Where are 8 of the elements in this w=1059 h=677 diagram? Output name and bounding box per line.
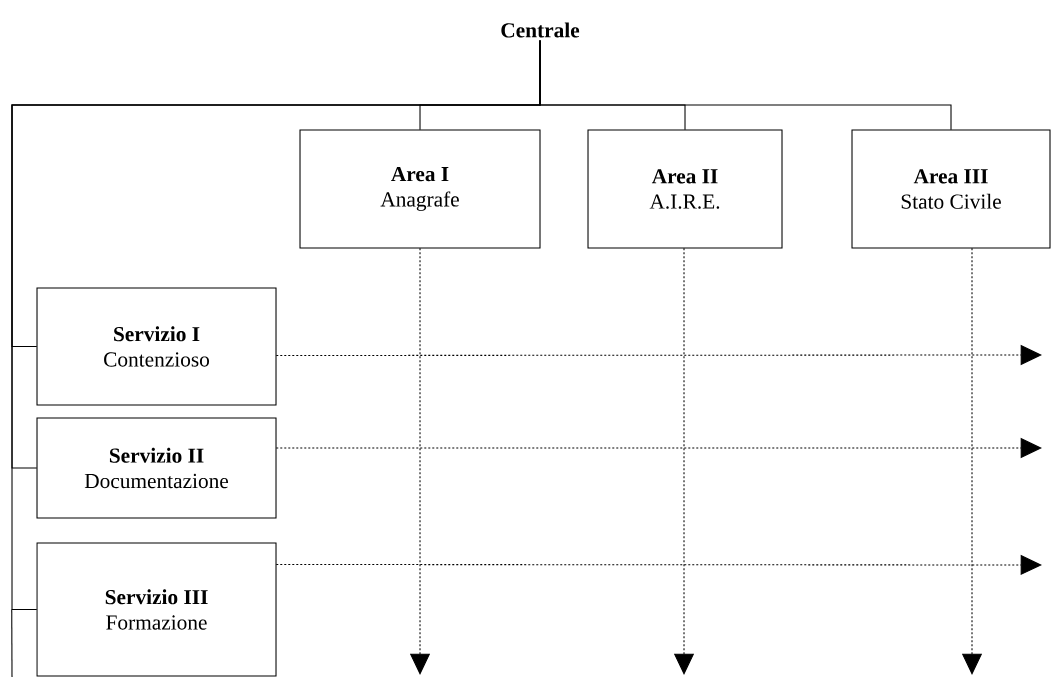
connector-line	[11, 39, 541, 611]
org-box: Servizio II Documentazione	[36, 417, 277, 519]
org-box: Area III Stato Civile	[851, 129, 1051, 249]
org-title: Centrale	[501, 22, 580, 38]
org-box: Area I Anagrafe	[299, 129, 541, 249]
org-box: Area II A.I.R.E.	[587, 129, 783, 249]
org-box: Servizio I Contenzioso	[36, 287, 277, 406]
org-box: Servizio III Formazione	[36, 542, 277, 677]
